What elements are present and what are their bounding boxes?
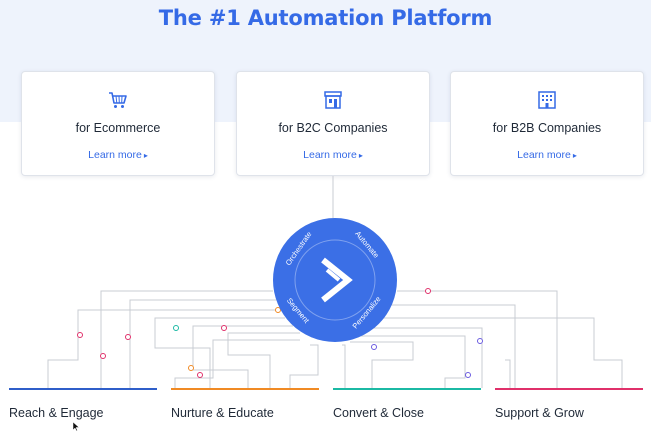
stage-bar-nurture [171, 388, 319, 390]
caret-right-icon: ▸ [143, 151, 148, 160]
hub-ring [294, 239, 376, 321]
office-building-icon [537, 90, 557, 110]
card-label: for B2C Companies [278, 121, 388, 135]
learn-more-label: Learn more [88, 149, 142, 161]
learn-more-label: Learn more [517, 149, 571, 161]
learn-more-link[interactable]: Learn more▸ [237, 149, 429, 161]
caret-right-icon: ▸ [358, 151, 363, 160]
card-label: for B2B Companies [492, 121, 602, 135]
stage-bar-reach [9, 388, 157, 390]
storefront-icon [323, 90, 343, 110]
learn-more-link[interactable]: Learn more▸ [451, 149, 643, 161]
stage-bar-support [495, 388, 643, 390]
caret-right-icon: ▸ [572, 151, 577, 160]
stage-bar-convert [333, 388, 481, 390]
stage-label-reach[interactable]: Reach & Engage [9, 406, 104, 420]
stage-label-convert[interactable]: Convert & Close [333, 406, 425, 420]
card-label: for Ecommerce [75, 121, 161, 135]
card-b2c[interactable]: for B2C Companies Learn more▸ [236, 71, 430, 176]
stage-label-support[interactable]: Support & Grow [495, 406, 584, 420]
shopping-cart-icon [108, 90, 128, 110]
card-b2b[interactable]: for B2B Companies Learn more▸ [450, 71, 644, 176]
card-ecommerce[interactable]: for Ecommerce Learn more▸ [21, 71, 215, 176]
mouse-cursor-icon [73, 422, 80, 431]
learn-more-label: Learn more [303, 149, 357, 161]
page-title: The #1 Automation Platform [158, 6, 493, 30]
stage-label-nurture[interactable]: Nurture & Educate [171, 406, 274, 420]
activecampaign-chevron-icon [321, 257, 353, 303]
platform-hub[interactable]: Orchestrate Automate Personalize Segment [273, 218, 397, 342]
learn-more-link[interactable]: Learn more▸ [22, 149, 214, 161]
